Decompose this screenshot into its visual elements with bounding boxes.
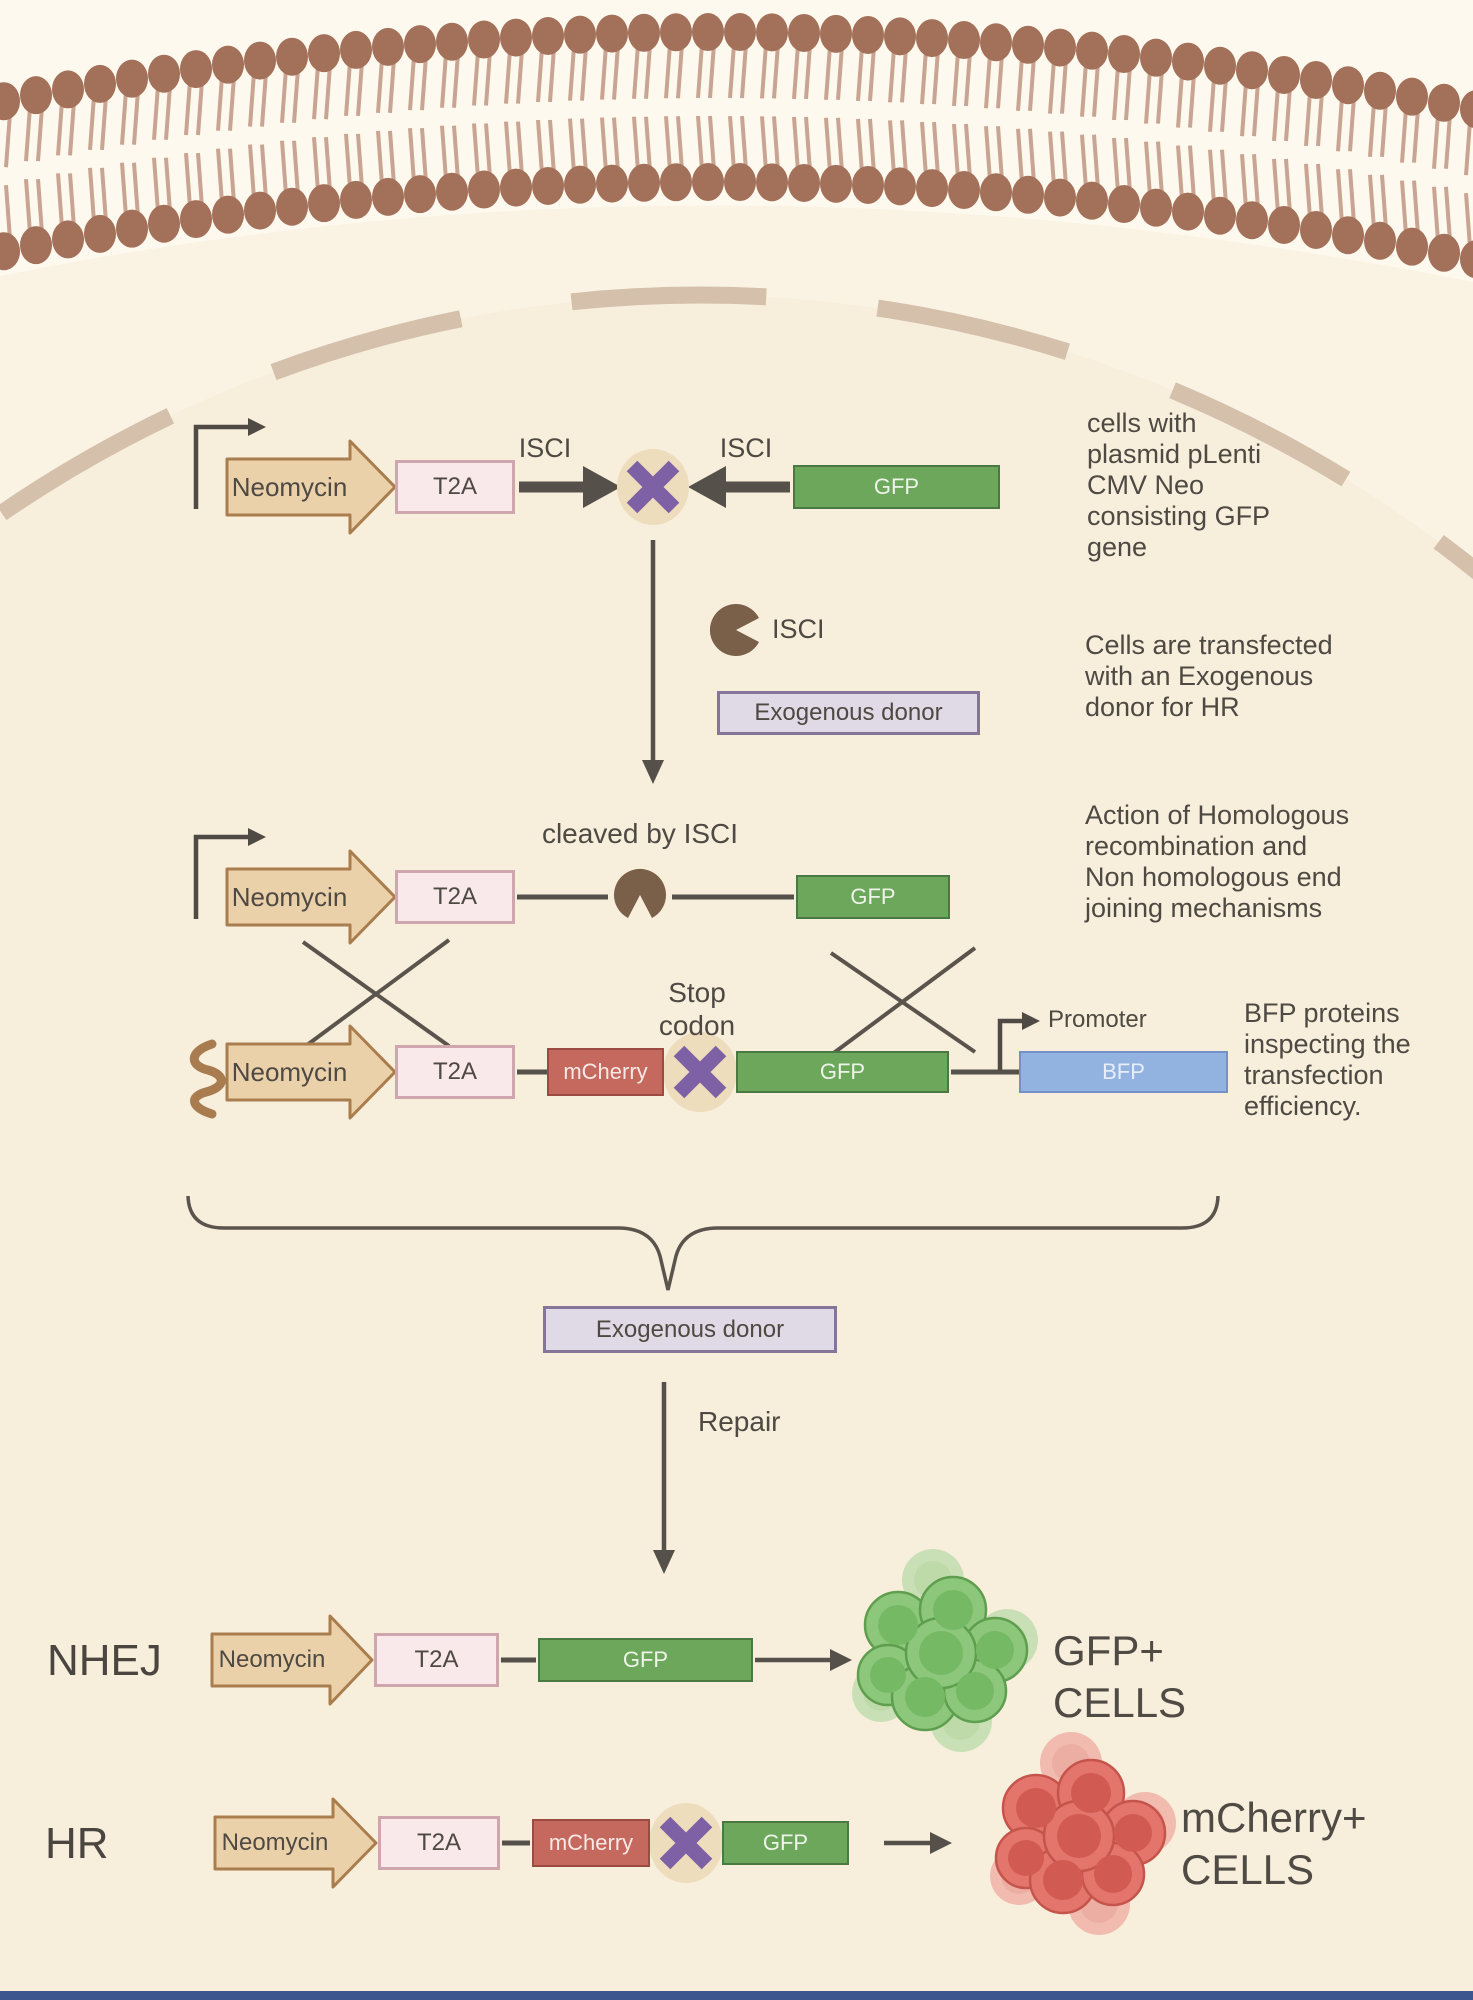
gfp-box: GFP	[736, 1051, 949, 1093]
isci-enzyme-icon	[709, 604, 759, 656]
exogenous-donor-box: Exogenous donor	[543, 1306, 837, 1353]
neomycin-arrow	[225, 1024, 397, 1120]
neomycin-label: Neomycin	[231, 1056, 348, 1087]
neomycin-arrow	[225, 849, 397, 945]
mcherry-cells-icon	[990, 1732, 1176, 1935]
bfp-box: BFP	[1019, 1051, 1228, 1093]
gfp-cells-icon	[852, 1549, 1038, 1752]
neomycin-arrow	[210, 1614, 374, 1706]
neomycin-label: Neomycin	[231, 471, 348, 502]
repair-label: Repair	[698, 1406, 781, 1437]
arrowhead-icon	[930, 1832, 952, 1854]
exogenous-donor-box: Exogenous donor	[717, 691, 980, 735]
t2a-box: T2A	[374, 1633, 499, 1687]
gfp-cells-label: GFP+ CELLS	[1053, 1627, 1187, 1726]
isci-arrowhead-icon	[583, 466, 621, 508]
cell-membrane-icon	[0, 13, 1473, 278]
nhej-label: NHEJ	[47, 1636, 162, 1685]
t2a-box: T2A	[395, 1045, 515, 1099]
gfp-box: GFP	[796, 875, 950, 919]
isci-label-left: ISCI	[518, 433, 572, 463]
promoter-arrowhead-icon	[248, 418, 266, 436]
t2a-box: T2A	[395, 460, 515, 514]
isci-arrowhead-icon	[688, 466, 726, 508]
promoter-arrow-icon	[193, 424, 248, 509]
promoter-arrowhead-icon	[1022, 1012, 1040, 1030]
crossover-x-icon	[301, 938, 977, 1057]
bottom-bar	[0, 1991, 1473, 2000]
annotation-step2: Cells are transfected with an Exogenous …	[1085, 630, 1333, 722]
neomycin-label: Neomycin	[218, 1646, 326, 1673]
neomycin-label: Neomycin	[221, 1829, 329, 1856]
mcherry-box: mCherry	[547, 1048, 664, 1096]
stop-codon-label: Stop codon	[658, 977, 736, 1041]
cleaved-by-isci-label: cleaved by ISCI	[541, 818, 739, 849]
isci-enzyme-label: ISCI	[772, 614, 825, 644]
t2a-box: T2A	[395, 870, 515, 924]
isci-label-right: ISCI	[719, 433, 773, 463]
isci-enzyme-icon	[614, 868, 666, 918]
promoter-arrow-icon	[193, 834, 248, 919]
annotation-step4: BFP proteins inspecting the transfection…	[1244, 998, 1411, 1121]
gfp-box: GFP	[722, 1821, 849, 1865]
annotation-step1: cells with plasmid pLenti CMV Neo consis…	[1087, 408, 1271, 562]
mcherry-box: mCherry	[532, 1819, 650, 1867]
brace-icon	[186, 1195, 1220, 1291]
cut-end-squiggle-icon	[189, 1039, 226, 1119]
annotation-step3: Action of Homologous recombination and N…	[1085, 800, 1350, 923]
neomycin-arrow	[213, 1797, 378, 1889]
promoter-arrow-icon	[997, 1018, 1022, 1070]
hr-label: HR	[45, 1819, 109, 1868]
diagram-lines	[186, 418, 1220, 1854]
promoter-arrowhead-icon	[248, 828, 266, 846]
neomycin-arrow-shapes	[210, 439, 397, 1889]
arrowhead-icon	[830, 1649, 852, 1671]
nucleus-icon	[0, 286, 1473, 2000]
promoter-label: Promoter	[1048, 1006, 1147, 1033]
t2a-box: T2A	[378, 1816, 500, 1870]
mcherry-cells-label: mCherry+ CELLS	[1181, 1794, 1367, 1893]
stop-codon-icons	[617, 449, 737, 1883]
repair-arrowhead-icon	[653, 1550, 675, 1574]
gfp-box: GFP	[538, 1638, 753, 1682]
neomycin-label: Neomycin	[231, 881, 348, 912]
down-arrowhead-icon	[642, 760, 664, 784]
neomycin-arrow	[225, 439, 397, 535]
gfp-box: GFP	[793, 465, 1000, 509]
